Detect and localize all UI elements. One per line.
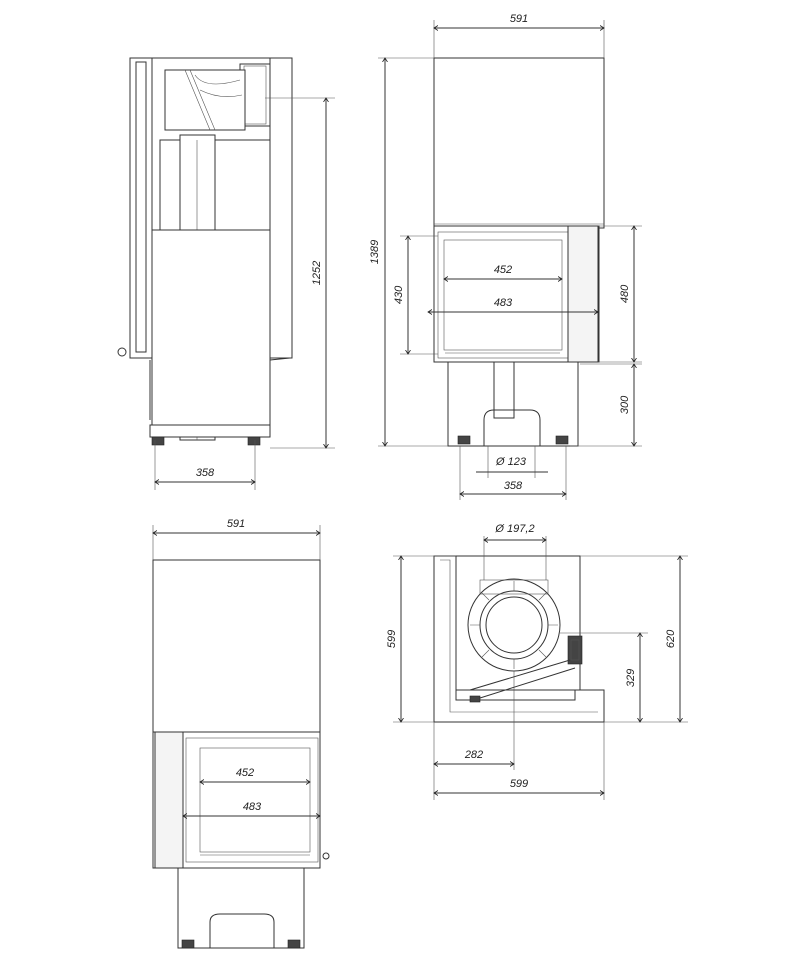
top-width-dim: 599 [510,778,528,790]
front-flue-dim: Ø 123 [495,456,527,468]
front-base-width-dim: 358 [504,480,523,492]
top-total-depth-dim: 620 [665,629,677,648]
top-flue-dim: Ø 197,2 [494,523,534,535]
front-view: 591 1389 430 480 452 483 300 Ø 123 [369,13,642,500]
rear-view: 591 452 483 [153,518,330,949]
front-glass-width-dim: 452 [494,264,512,276]
front-inner-width-dim: 483 [494,297,513,309]
front-door-frame-dim: 480 [619,284,631,303]
top-depth-dim: 599 [386,630,398,648]
front-width-dim: 591 [510,13,528,25]
top-flue-offset-dim: 329 [625,669,637,687]
side-height-dim: 1252 [311,261,323,285]
side-view: 1252 358 [117,57,335,490]
rear-width-dim: 591 [227,518,245,530]
top-flue-position-dim: 282 [464,749,483,761]
side-depth-dim: 358 [196,467,215,479]
front-total-height-dim: 1389 [369,240,381,264]
front-door-height-dim: 430 [393,285,405,304]
rear-inner-width-dim: 483 [243,801,262,813]
rear-glass-width-dim: 452 [236,767,254,779]
front-base-height-dim: 300 [619,395,631,414]
top-view: Ø 197,2 599 620 329 282 599 [386,523,688,800]
